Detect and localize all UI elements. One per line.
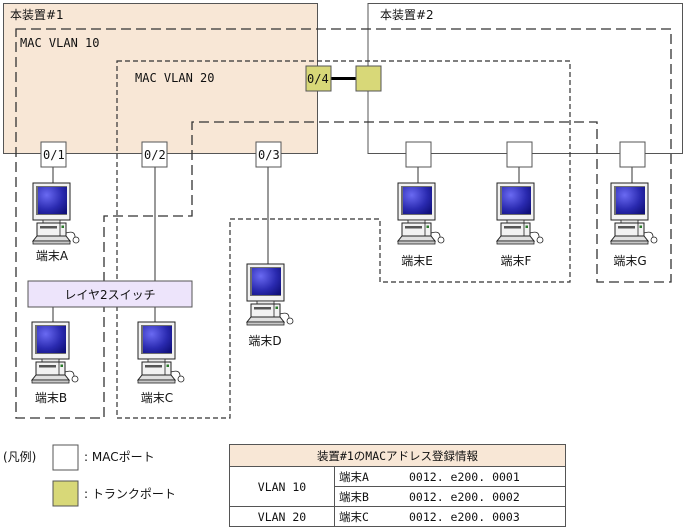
legend-trunk-port-swatch: [52, 480, 79, 507]
terminal-f-label: 端末F: [501, 254, 532, 268]
table-row: 端末B 0012. e200. 0002: [230, 486, 566, 507]
pc-icon: [610, 182, 658, 245]
pc-icon: [31, 321, 79, 384]
legend-title: (凡例): [3, 450, 36, 464]
pc-icon: [32, 182, 80, 245]
mac-cell: 0012. e200. 0003: [387, 506, 566, 527]
terminal-e-label: 端末E: [401, 254, 433, 268]
device2-label: 本装置#2: [380, 8, 434, 22]
table-row: VLAN 10 端末A 0012. e200. 0001: [229, 466, 566, 507]
pc-icon: [496, 182, 544, 245]
mac-registration-table: 装置#1のMACアドレス登録情報 VLAN 10 端末A 0012. e200.…: [229, 444, 566, 527]
terminal-c-label: 端末C: [141, 391, 173, 405]
pc-icon: [397, 182, 445, 245]
mac-cell: 0012. e200. 0001: [387, 466, 566, 487]
terminal-g-label: 端末G: [613, 254, 646, 268]
device2-port-e[interactable]: [405, 141, 432, 168]
terminal-d[interactable]: 端末D: [246, 263, 294, 348]
device2-port-g[interactable]: [619, 141, 646, 168]
terminal-e[interactable]: 端末E: [397, 182, 445, 268]
port-0-1[interactable]: 0/1: [40, 141, 67, 168]
legend-trunk-port-label: : トランクポート: [84, 487, 176, 501]
legend-mac-port-swatch: [52, 444, 79, 471]
table-row: VLAN 20 端末C 0012. e200. 0003: [229, 506, 566, 527]
terminal-g[interactable]: 端末G: [610, 182, 658, 268]
layer2-switch-label: レイヤ2スイッチ: [64, 288, 155, 302]
table-title: 装置#1のMACアドレス登録情報: [229, 444, 566, 467]
terminal-a[interactable]: 端末A: [32, 182, 80, 263]
vlan20-label: MAC VLAN 20: [135, 71, 214, 85]
port-0-4-label: 0/4: [307, 72, 329, 86]
mac-cell: 0012. e200. 0002: [387, 486, 566, 507]
terminal-a-label: 端末A: [36, 249, 69, 263]
pc-icon: [137, 321, 185, 384]
vlan10-outline: [15, 28, 672, 419]
port-0-2[interactable]: 0/2: [141, 141, 168, 168]
port-0-4-trunk[interactable]: 0/4: [305, 65, 332, 92]
vlan-cell: VLAN 20: [229, 506, 335, 527]
device1-label: 本装置#1: [10, 8, 64, 22]
terminal-f[interactable]: 端末F: [496, 182, 544, 268]
port-0-2-label: 0/2: [144, 148, 166, 162]
pc-icon: [246, 263, 294, 326]
device2-trunk-port[interactable]: [355, 65, 382, 92]
layer2-switch[interactable]: レイヤ2スイッチ: [27, 280, 193, 308]
device2-box: [367, 3, 683, 154]
port-0-3[interactable]: 0/3: [255, 141, 282, 168]
legend-mac-port-label: : MACポート: [84, 450, 155, 464]
port-0-3-label: 0/3: [258, 148, 280, 162]
terminal-b[interactable]: 端末B: [31, 321, 79, 405]
port-0-1-label: 0/1: [43, 148, 65, 162]
terminal-d-label: 端末D: [248, 334, 281, 348]
vlan10-label: MAC VLAN 10: [20, 36, 99, 50]
terminal-cell: 端末A: [334, 466, 387, 487]
terminal-cell: 端末B: [334, 486, 387, 507]
vlan-cell: VLAN 10: [229, 466, 335, 507]
terminal-c[interactable]: 端末C: [137, 321, 185, 405]
terminal-b-label: 端末B: [35, 391, 67, 405]
device2-port-f[interactable]: [506, 141, 533, 168]
terminal-cell: 端末C: [334, 506, 387, 527]
